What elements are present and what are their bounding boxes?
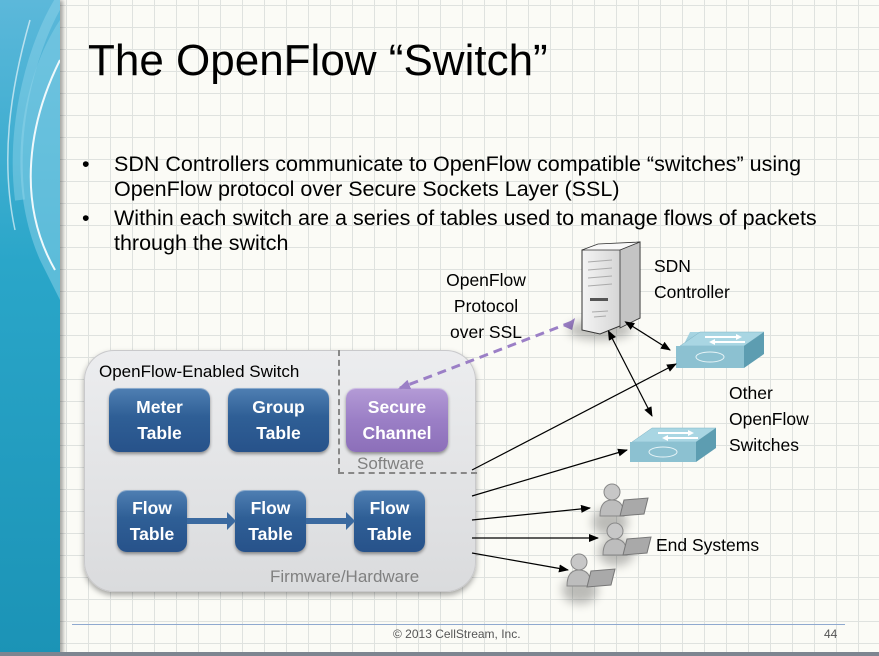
firmware-hardware-label: Firmware/Hardware [270,567,420,586]
openflow-switch-icon-2 [630,427,717,462]
footer-divider [72,624,845,625]
slide-title: The OpenFlow “Switch” [88,36,548,85]
switch-label: OpenFlow-Enabled Switch [99,362,300,381]
flow-table-line2: Table [248,524,293,544]
other-switches-line2: OpenFlow [729,409,809,429]
group-table-line2: Table [256,423,301,443]
controller-label-line2: Controller [654,282,730,302]
link-to-switch-1 [471,363,677,471]
flow-table-line1: Flow [369,498,410,518]
bottom-border [0,652,879,656]
protocol-label-line3: over SSL [450,322,522,342]
link-to-end-system-3 [471,552,569,573]
flow-pipeline-arrow-1 [187,512,236,530]
link-to-end-system-1 [471,504,591,521]
other-switches-label: Other OpenFlow Switches [729,380,809,458]
bullet-item: • SDN Controllers communicate to OpenFlo… [82,152,842,202]
controller-switch2-link [607,329,653,417]
openflow-protocol-label: OpenFlow Protocol over SSL [441,267,531,345]
bullet-marker: • [82,152,90,176]
link-to-switch-2 [471,448,628,497]
end-systems-label: End Systems [656,535,760,555]
flow-table-line2: Table [367,524,412,544]
software-region-divider [338,350,477,474]
flow-table-line2: Table [129,524,175,544]
bullet-marker: • [82,206,90,230]
software-label: Software [357,454,425,473]
end-system-user-icon-2 [598,522,652,566]
wave-decoration-icon [7,0,60,300]
bullet-list: • SDN Controllers communicate to OpenFlo… [82,152,842,260]
ssl-connection-arrow [398,320,573,390]
flow-table-line1: Flow [250,498,291,518]
meter-table-line1: Meter [136,397,183,417]
protocol-label-line1: OpenFlow [446,270,526,290]
secure-channel-line2: Channel [362,423,432,443]
other-switches-line3: Switches [729,435,800,455]
footer-copyright: © 2013 CellStream, Inc. [393,627,521,641]
secure-channel-line1: Secure [367,397,427,417]
protocol-label-line2: Protocol [453,296,519,316]
bullet-item: • Within each switch are a series of tab… [82,206,842,256]
sdn-controller-server-icon [568,241,641,340]
end-system-user-icon-3 [562,553,616,604]
controller-label-line1: SDN [654,256,691,276]
sdn-controller-label: SDN Controller [654,253,730,305]
meter-table-line2: Table [137,423,182,443]
page-number: 44 [824,627,838,641]
other-switches-line1: Other [729,383,773,403]
bullet-text: SDN Controllers communicate to OpenFlow … [114,152,802,201]
group-table-line1: Group [252,397,305,417]
decorative-side-band [0,0,60,656]
flow-pipeline-arrow-2 [306,512,355,530]
openflow-switch-icon-1 [676,331,765,368]
bullet-text: Within each switch are a series of table… [114,206,817,255]
flow-table-line1: Flow [132,498,172,518]
controller-switch1-link [624,321,671,351]
